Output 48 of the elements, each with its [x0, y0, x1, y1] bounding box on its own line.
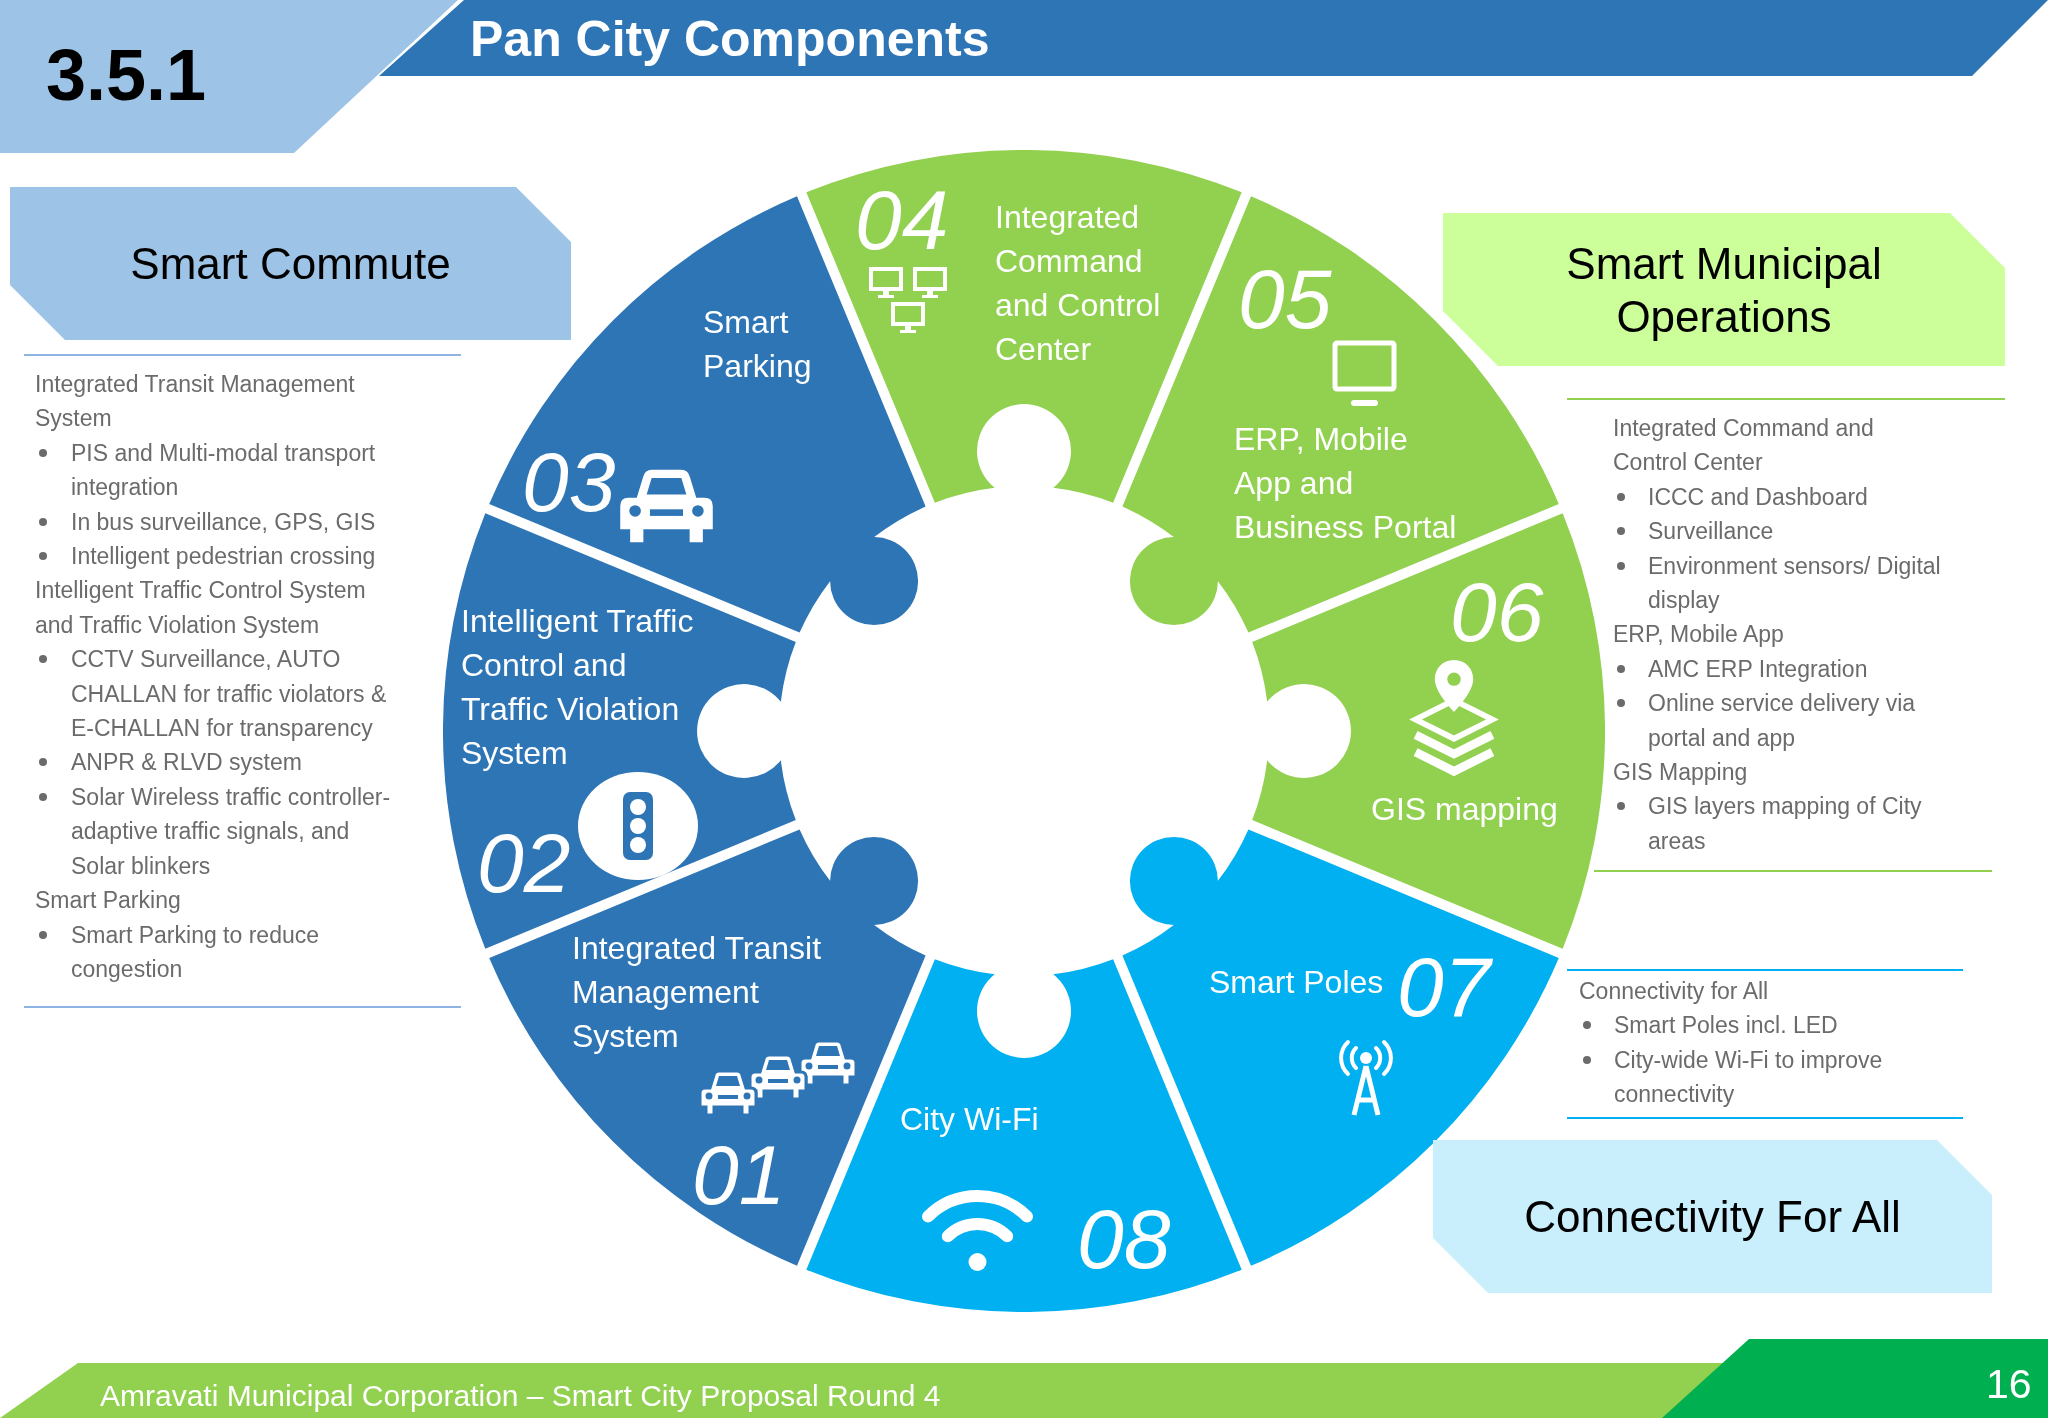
- list-item: CCTV Surveillance, AUTO CHALLAN for traffic violators & E-CHALLAN for transparency: [71, 645, 388, 744]
- page-title: Pan City Components: [470, 14, 990, 64]
- category-banner: [1433, 1140, 1992, 1293]
- category-banner: [1443, 213, 2005, 366]
- list-item: AMC ERP Integration: [1648, 654, 1869, 684]
- segment-number: 03: [522, 440, 616, 524]
- footer-text: Amravati Municipal Corporation – Smart City Proposal Round 4: [100, 1378, 941, 1414]
- list-item: City-wide Wi-Fi to improve connectivity: [1614, 1045, 1884, 1110]
- segment-number: 04: [855, 178, 949, 262]
- segment-number: 06: [1450, 570, 1544, 654]
- list-item: ANPR & RLVD system: [71, 748, 303, 778]
- page-number: 16: [1986, 1364, 2032, 1405]
- list-item: In bus surveillance, GPS, GIS: [71, 507, 377, 537]
- segment-number: 01: [692, 1133, 786, 1217]
- category-banner: [10, 187, 571, 340]
- list-item: Intelligent pedestrian crossing: [71, 542, 377, 572]
- segment-label: GIS mapping: [1371, 790, 1558, 829]
- list-item: Smart Parking to reduce congestion: [71, 920, 320, 984]
- segment-number: 05: [1238, 257, 1332, 341]
- list-item: ICCC and Dashboard: [1648, 482, 1869, 512]
- segment-label: Integrated Transit Management System: [572, 929, 823, 1056]
- list-heading: GIS Mapping: [1613, 758, 1749, 788]
- list-heading: ERP, Mobile App: [1613, 620, 1785, 650]
- list-heading: Integrated Command and Control Center: [1613, 414, 1875, 478]
- section-number: 3.5.1: [46, 39, 207, 111]
- segment-number: 02: [477, 821, 571, 905]
- segment-label: ERP, Mobile App and Business Portal: [1234, 420, 1458, 547]
- segment-number: 07: [1397, 945, 1491, 1029]
- list-item: Solar Wireless traffic controller- adaptive traffic signals, and Solar blinkers: [71, 782, 392, 881]
- banner-title: Connectivity For All: [1524, 1191, 1901, 1243]
- list-heading: Intelligent Traffic Control System and Traffic Violation System: [35, 576, 367, 640]
- list-item: PIS and Multi-modal transport integration: [71, 438, 377, 503]
- segment-label: Smart Parking: [703, 303, 813, 386]
- segment-label: Smart Poles: [1209, 963, 1384, 1002]
- banner-title: Smart Commute: [130, 238, 451, 290]
- segment-label: City Wi-Fi: [900, 1100, 1039, 1139]
- list-item: GIS layers mapping of City areas: [1648, 792, 1923, 856]
- list-item: Environment sensors/ Digital display: [1648, 551, 1942, 616]
- segment-label: Intelligent Traffic Control and Traffic Violation System: [461, 602, 695, 773]
- list-heading: Integrated Transit Management System: [35, 370, 356, 434]
- list-heading: Connectivity for All: [1579, 977, 1770, 1006]
- segment-number: 08: [1077, 1197, 1171, 1281]
- list-item: Surveillance: [1648, 517, 1775, 547]
- list-heading: Smart Parking: [35, 886, 182, 916]
- banner-title: Smart Municipal Operations: [1565, 237, 1883, 343]
- list-item: Smart Poles incl. LED: [1614, 1011, 1839, 1041]
- segment-label: Integrated Command and Control Center: [995, 198, 1162, 369]
- list-item: Online service delivery via portal and app: [1648, 689, 1917, 753]
